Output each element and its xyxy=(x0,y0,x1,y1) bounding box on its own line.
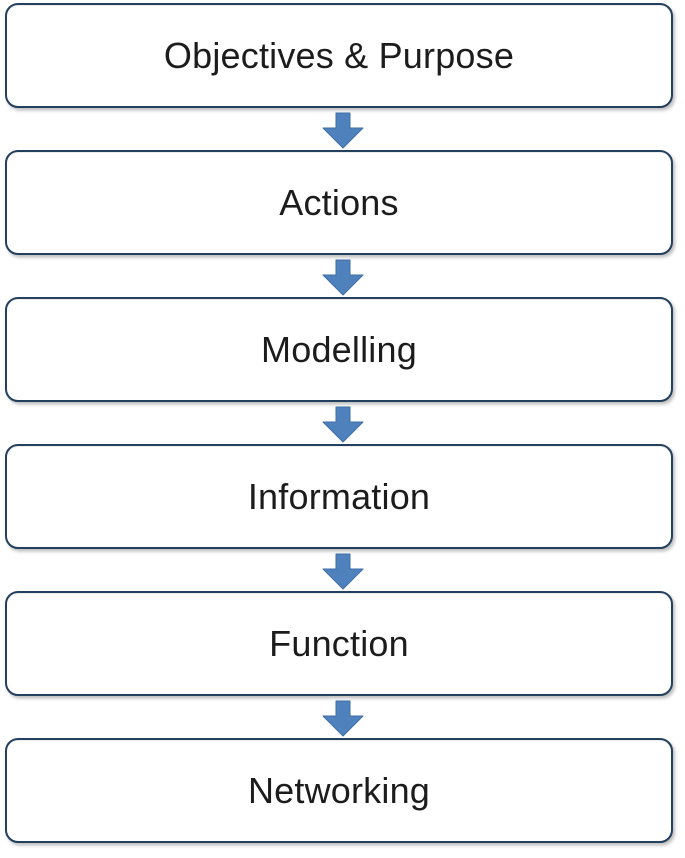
down-arrow-icon xyxy=(322,259,363,295)
node-label: Modelling xyxy=(261,328,417,370)
node-networking: Networking xyxy=(5,738,673,843)
node-function: Function xyxy=(5,591,673,696)
down-arrow-icon xyxy=(322,553,363,589)
node-label: Function xyxy=(269,622,409,664)
connector-row xyxy=(0,108,685,150)
connector-row xyxy=(0,255,685,297)
node-information: Information xyxy=(5,444,673,549)
node-label: Information xyxy=(247,475,431,517)
connector-row xyxy=(0,402,685,444)
down-arrow-icon xyxy=(322,700,363,736)
connector-row xyxy=(0,696,685,738)
connector-row xyxy=(0,549,685,591)
node-objectives-purpose: Objectives & Purpose xyxy=(5,3,673,108)
node-label: Networking xyxy=(247,769,431,811)
node-actions: Actions xyxy=(5,150,673,255)
node-label: Objectives & Purpose xyxy=(163,34,515,76)
down-arrow-icon xyxy=(322,406,363,442)
node-modelling: Modelling xyxy=(5,297,673,402)
down-arrow-icon xyxy=(322,112,363,148)
node-label: Actions xyxy=(279,181,399,223)
